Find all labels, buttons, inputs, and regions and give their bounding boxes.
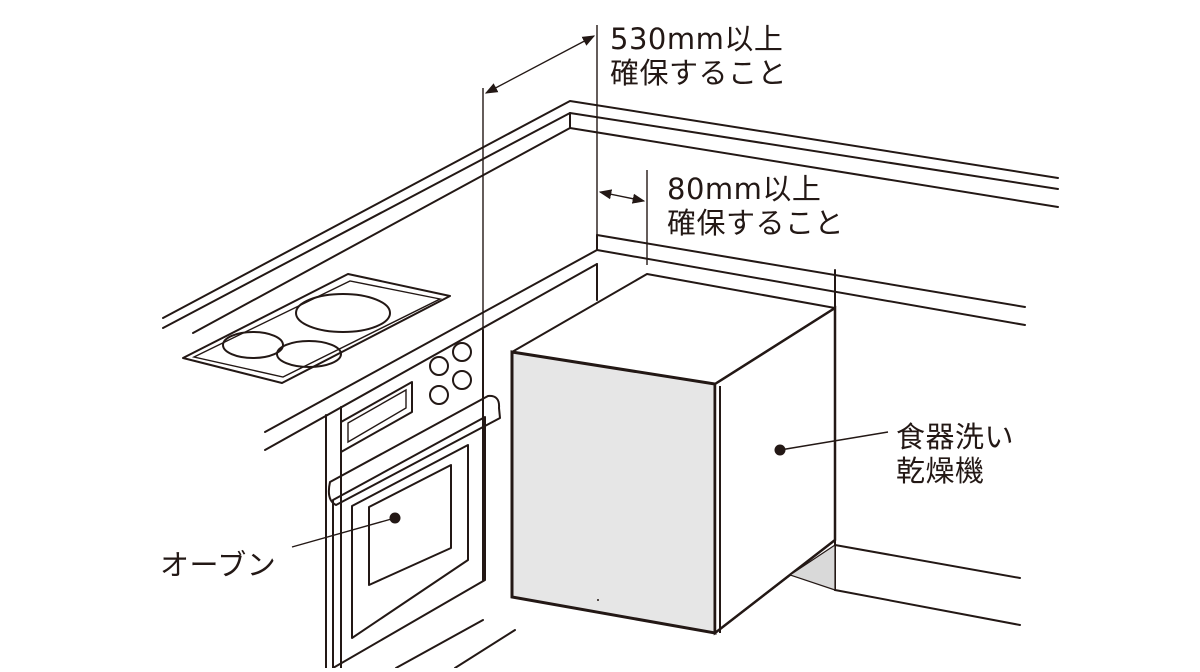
oven-label-text: オーブン	[160, 548, 277, 582]
oven-leader	[291, 512, 401, 548]
clearance-top-value: 530mm以上	[610, 22, 784, 56]
cooktop	[182, 273, 451, 384]
clearance-side-value: 80mm以上	[667, 172, 822, 206]
dishwasher-leader	[774, 431, 889, 456]
dishwasher-leader-dot	[774, 444, 786, 456]
clearance-side-note: 確保すること	[667, 206, 845, 241]
oven-label: オーブン	[160, 548, 276, 582]
countertop	[162, 100, 1059, 451]
clearance-top-note: 確保すること	[610, 56, 788, 91]
dishwasher-label: 食器洗い 乾燥機	[896, 420, 1014, 488]
dishwasher-label-line1: 食器洗い	[896, 420, 1015, 454]
clearance-top-label: 530mm以上 確保すること	[610, 22, 787, 90]
oven-leader-dot	[389, 512, 401, 524]
dishwasher-unit	[510, 263, 1021, 636]
dimension-80mm	[598, 170, 648, 265]
dimension-530mm	[482, 25, 598, 330]
dishwasher-label-line2: 乾燥機	[896, 454, 985, 489]
clearance-side-label: 80mm以上 確保すること	[667, 172, 844, 240]
oven-unit	[325, 329, 516, 669]
